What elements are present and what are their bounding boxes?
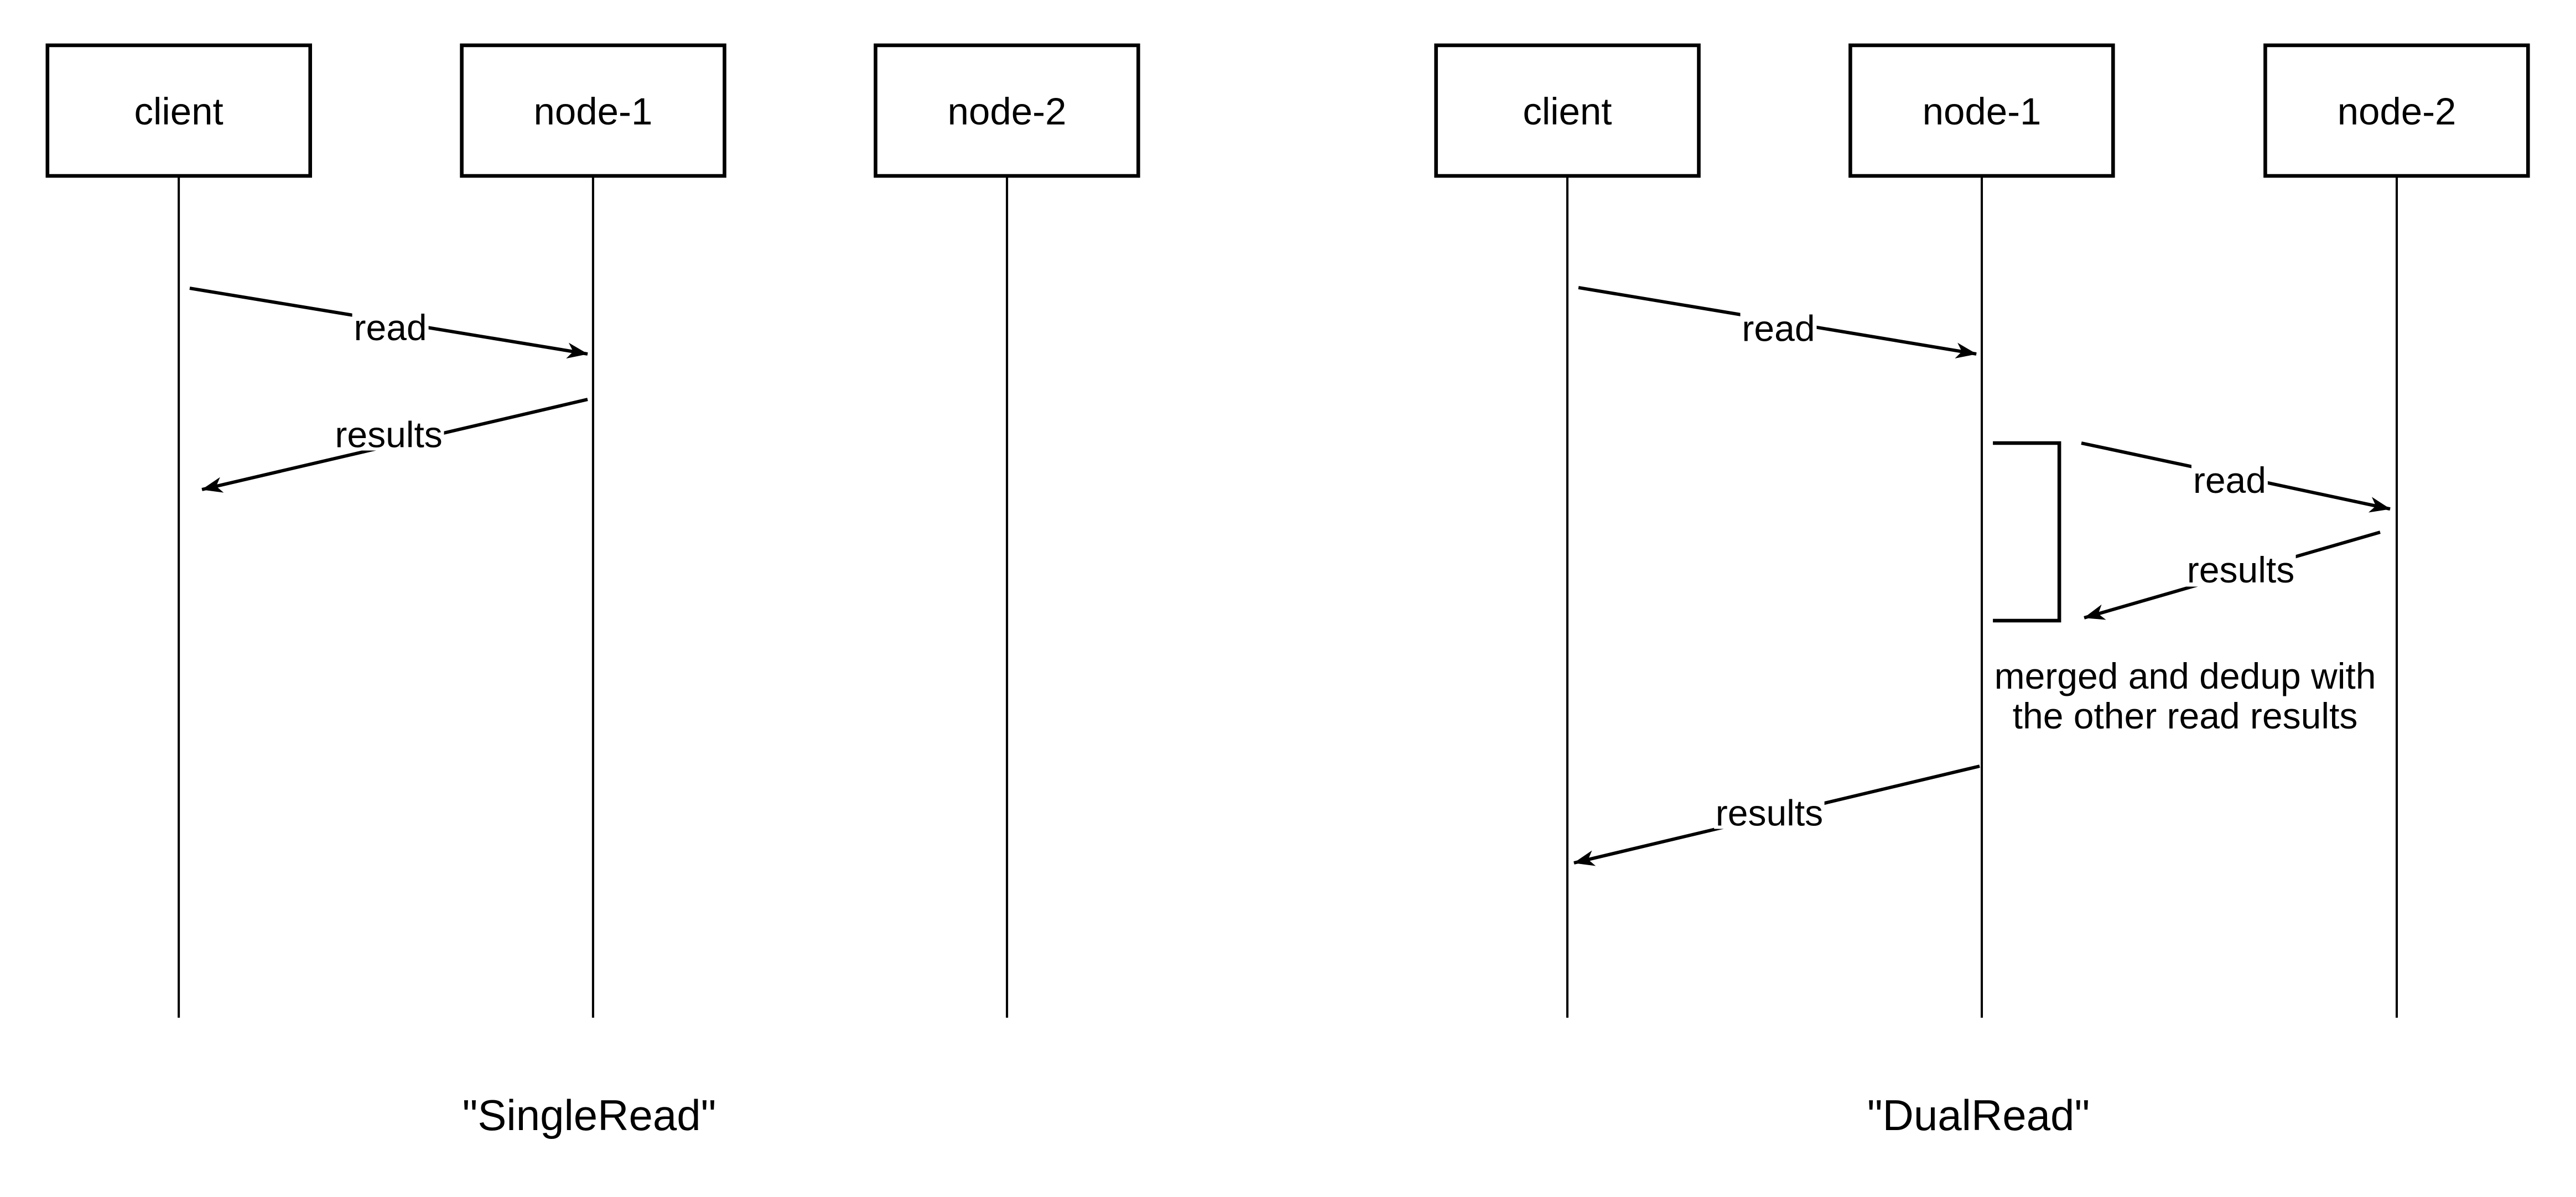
actor-label-client: client — [134, 90, 224, 133]
message-label-read: read — [354, 307, 427, 348]
actor-box-node-1 — [1848, 43, 2115, 178]
note-text-line-1: merged and dedup with — [1995, 655, 2376, 696]
note-text-line-2: the other read results — [2013, 695, 2358, 736]
message-label-results-inner: results — [2187, 549, 2294, 590]
diagram-caption-singleread: "SingleRead" — [463, 1091, 716, 1139]
actor-label-client: client — [1523, 90, 1612, 133]
message-label-background — [352, 309, 429, 343]
actor-label-node-1: node-1 — [1923, 90, 2042, 133]
actor-box-client — [1434, 43, 1701, 178]
actor-label-node-2: node-2 — [2338, 90, 2456, 133]
activation-bracket-node-1 — [1993, 441, 2061, 623]
singleread-diagram: client node-1 node-2 read results "Singl… — [45, 43, 1140, 1139]
message-label-results-outer: results — [1716, 793, 1823, 834]
message-label-read-2: read — [2193, 460, 2266, 501]
actor-box-node-1 — [460, 43, 726, 178]
message-label-background — [2185, 553, 2296, 587]
message-label-read-1: read — [1742, 308, 1815, 349]
dualread-diagram: client node-1 node-2 read read results m… — [1434, 43, 2530, 1139]
actor-box-node-2 — [2263, 43, 2530, 178]
actor-label-node-1: node-1 — [533, 90, 652, 133]
message-label-results: results — [335, 414, 442, 455]
actor-box-client — [45, 43, 313, 178]
message-label-background — [2191, 464, 2268, 497]
message-label-background — [1714, 795, 1825, 829]
message-label-background — [334, 417, 444, 451]
message-label-background — [1740, 310, 1817, 344]
diagram-caption-dualread: "DualRead" — [1867, 1091, 2090, 1139]
actor-box-node-2 — [874, 43, 1140, 178]
actor-label-node-2: node-2 — [948, 90, 1067, 133]
